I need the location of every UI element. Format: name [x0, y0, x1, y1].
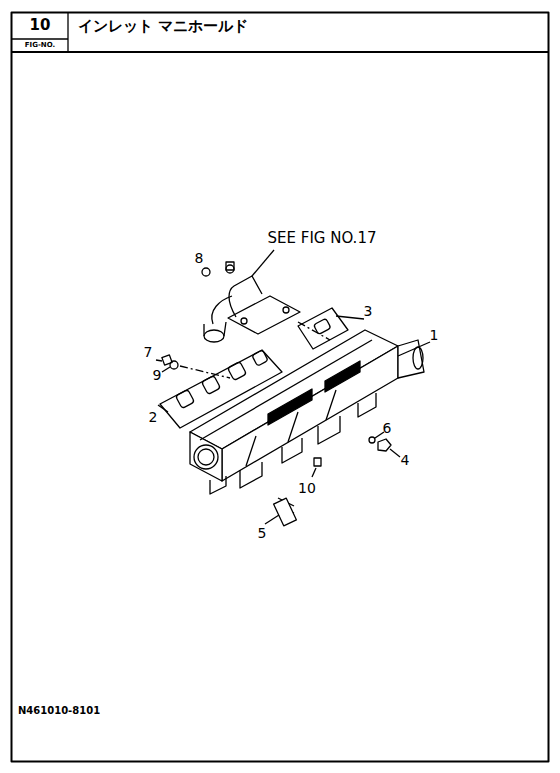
inlet-manifold — [190, 330, 424, 494]
callout-number: 4 — [401, 453, 410, 467]
callout-number: 6 — [383, 421, 392, 435]
gasket — [298, 308, 348, 349]
drawing-number: N461010-8101 — [18, 706, 100, 716]
fastener — [162, 268, 391, 526]
header-rule — [12, 51, 549, 53]
callout-number: 7 — [144, 345, 153, 359]
callout-number: 2 — [149, 410, 158, 424]
gasket — [160, 350, 282, 428]
reference-note: SEE FIG NO.17 — [268, 231, 377, 246]
page-frame — [12, 13, 549, 762]
callout-number: 9 — [153, 368, 162, 382]
elbow — [204, 250, 300, 342]
callout-number: 10 — [298, 481, 316, 495]
figure-caption-label: FIG-NO. — [25, 42, 55, 49]
figure-number: 10 — [30, 18, 51, 33]
header-rule — [12, 38, 69, 39]
title: インレット マニホールド — [78, 19, 248, 34]
leader-line — [156, 316, 430, 524]
callout-number: 3 — [364, 304, 373, 318]
callout-number: 1 — [430, 328, 439, 342]
callout-number: 8 — [195, 251, 204, 265]
header-rule — [67, 13, 68, 53]
callout-number: 5 — [258, 526, 267, 540]
